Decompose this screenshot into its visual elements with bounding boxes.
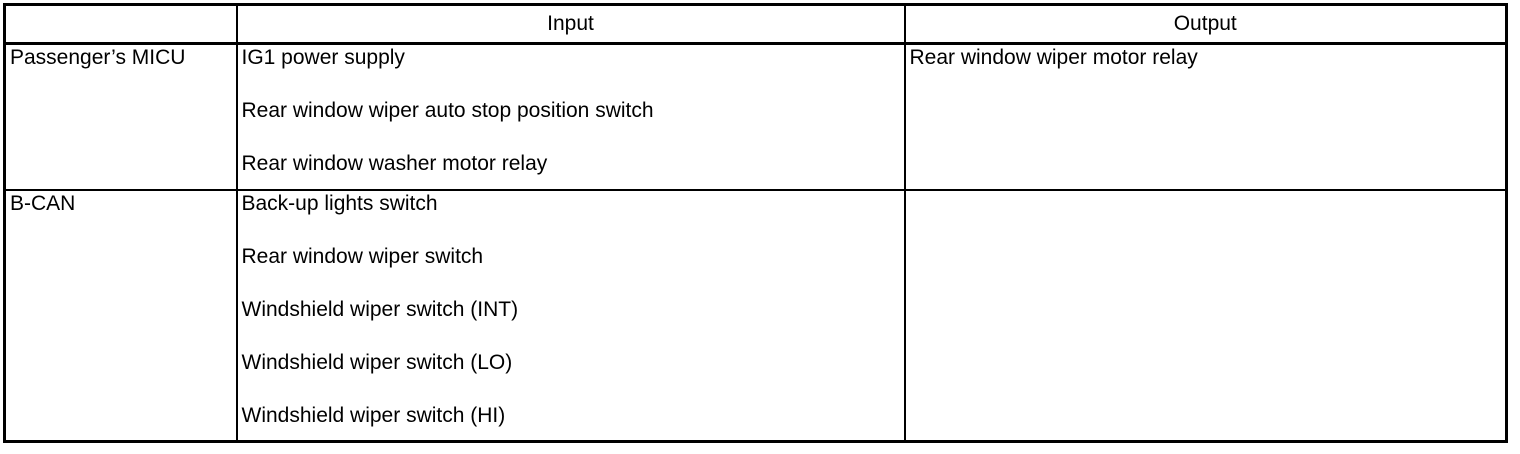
source-cell: B-CAN: [3, 188, 238, 443]
input-item: Rear window wiper auto stop position swi…: [241, 99, 654, 122]
col-header-source: [3, 3, 238, 45]
input-cell: Back-up lights switch Rear window wiper …: [235, 188, 906, 443]
source-label: Passenger’s MICU: [10, 46, 186, 69]
col-header-input: Input: [235, 3, 906, 45]
input-item: Back-up lights switch: [241, 191, 438, 215]
input-item: Windshield wiper switch (LO): [241, 350, 513, 374]
source-cell: Passenger’s MICU: [3, 42, 238, 191]
table-row-passengers-micu: Passenger’s MICU IG1 power supply Rear w…: [3, 42, 1508, 191]
table-row-b-can: B-CAN Back-up lights switch Rear window …: [3, 188, 1508, 443]
output-cell: Rear window wiper motor relay: [903, 42, 1508, 191]
input-item: Windshield wiper switch (HI): [241, 403, 506, 427]
col-header-output: Output: [903, 3, 1508, 45]
input-output-table: Input Output Passenger’s MICU IG1 power …: [3, 3, 1508, 443]
input-item: Windshield wiper switch (INT): [241, 297, 519, 321]
source-label: B-CAN: [10, 191, 76, 215]
output-cell: [903, 188, 1508, 443]
io-table-container: Input Output Passenger’s MICU IG1 power …: [3, 3, 1508, 443]
output-item: Rear window wiper motor relay: [909, 46, 1198, 69]
header-row: Input Output: [3, 3, 1508, 45]
input-item: Rear window wiper switch: [241, 244, 484, 268]
input-cell: IG1 power supply Rear window wiper auto …: [235, 42, 906, 191]
input-item: Rear window washer motor relay: [241, 152, 548, 175]
input-item: IG1 power supply: [241, 46, 405, 69]
